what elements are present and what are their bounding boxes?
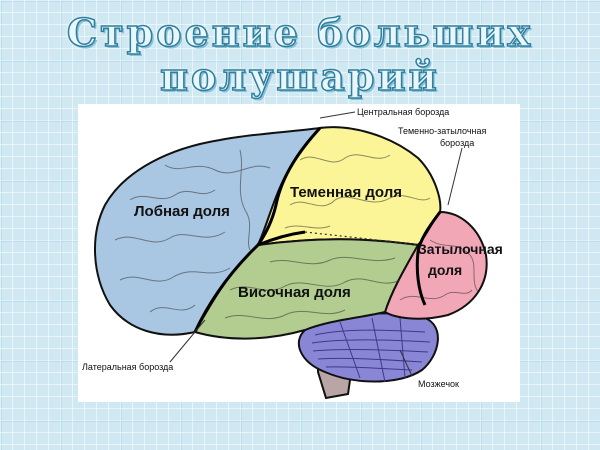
parietal-temporal-boundary [304,231,419,246]
central-sulcus-label: Центральная борозда [357,107,449,117]
parietal-lobe-label: Теменная доля [290,184,402,201]
occipital-lobe-label-line-2: доля [428,262,462,278]
central-sulcus-callout-line [319,111,356,119]
frontal-lobe-label: Лобная доля [134,203,230,220]
callout-lines [169,111,463,377]
temporal-lobe-label: Височная доля [238,284,351,301]
lateral-sulcus-callout-line [169,319,206,363]
parieto-occipital-callout-line [447,147,463,206]
brain-diagram: Лобная доля Теменная доля Височная доля … [82,107,503,400]
central-sulcus [256,126,322,246]
slide-title-line-2: полушарий [159,53,440,100]
cerebellum-label: Мозжечок [418,379,459,389]
slide-title-line-1: Строение больших [66,9,534,56]
brain-diagram-panel: Лобная доля Теменная доля Височная доля … [78,104,520,402]
cerebellum-folia [311,317,431,383]
cerebellum-callout-line [399,349,413,377]
lateral-sulcus [193,230,306,333]
occipital-lobe-label-line-1: Затылочная [418,241,503,257]
parieto-occipital-sulcus-label-line-2: борозда [440,138,474,148]
gyri-lines [114,149,479,319]
parieto-occipital-sulcus [415,211,442,306]
lateral-sulcus-label: Латеральная борозда [82,362,173,372]
parieto-occipital-sulcus-label-line-1: Теменно-затылочная [398,126,486,136]
